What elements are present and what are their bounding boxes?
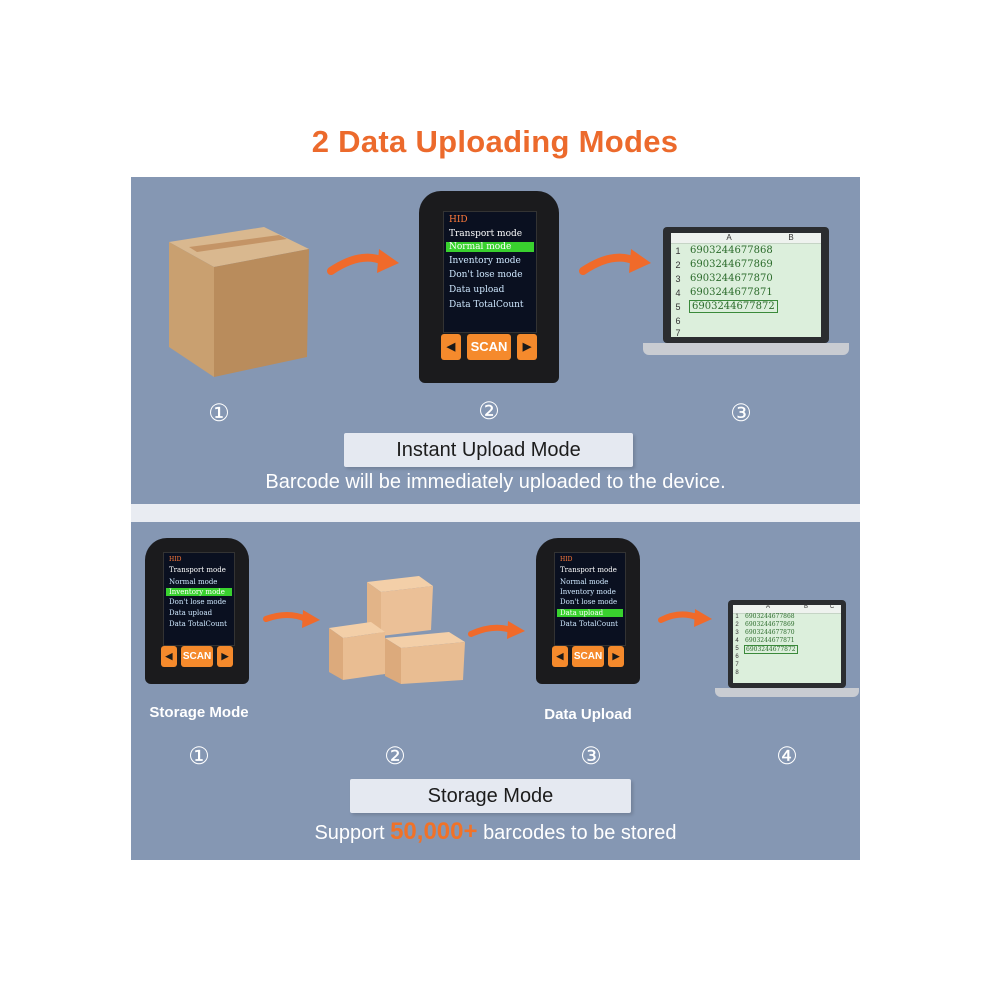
storage-mode-label: Storage Mode — [350, 779, 631, 813]
arrow-right-icon — [658, 609, 712, 627]
step-number: ④ — [776, 743, 798, 770]
scanner-status: HID — [449, 215, 468, 225]
panel-divider — [131, 504, 860, 522]
row-number: 7 — [735, 662, 739, 668]
step-number: ③ — [730, 400, 752, 427]
menu-title: Transport mode — [449, 229, 523, 239]
menu-item-inventory[interactable]: Inventory mode — [560, 588, 616, 596]
caption-highlight: 50,000+ — [390, 818, 478, 845]
cardboard-box-icon — [169, 227, 309, 377]
right-arrow-button[interactable]: ▶ — [217, 646, 233, 667]
step-number: ② — [478, 398, 500, 425]
menu-item-totalcount[interactable]: Data TotalCount — [560, 620, 618, 628]
left-arrow-button[interactable]: ◀ — [161, 646, 177, 667]
scan-button[interactable]: SCAN — [572, 646, 604, 667]
row-number: 4 — [675, 288, 681, 298]
right-arrow-button[interactable]: ▶ — [517, 334, 537, 360]
row-number: 2 — [675, 260, 681, 270]
caption-prefix: Support — [314, 822, 385, 844]
data-upload-device-label: Data Upload — [544, 706, 632, 723]
left-arrow-button[interactable]: ◀ — [441, 334, 461, 360]
menu-item-normal[interactable]: Normal mode — [560, 578, 609, 586]
menu-item-totalcount[interactable]: Data TotalCount — [449, 300, 524, 310]
cell-value[interactable]: 6903244677869 — [690, 259, 773, 270]
row-number: 5 — [675, 302, 681, 312]
menu-item-dont-lose[interactable]: Don't lose mode — [169, 598, 227, 606]
menu-title: Transport mode — [169, 566, 226, 574]
scan-button[interactable]: SCAN — [181, 646, 213, 667]
step-number: ① — [188, 743, 210, 770]
arrow-right-icon — [327, 249, 399, 275]
barcode-scanner: HID Transport mode Normal mode Inventory… — [536, 538, 640, 684]
step-number: ② — [384, 743, 406, 770]
menu-item-inventory[interactable]: Inventory mode — [449, 256, 521, 266]
column-header-b: B — [788, 233, 794, 242]
cell-value-selected[interactable]: 6903244677872 — [744, 645, 798, 654]
row-number: 7 — [675, 328, 681, 338]
cell-value[interactable]: 6903244677870 — [745, 629, 795, 636]
menu-item-inventory[interactable]: Inventory mode — [166, 588, 232, 596]
barcode-scanner: HID Transport mode Normal mode Inventory… — [145, 538, 249, 684]
arrow-right-icon — [579, 249, 651, 275]
cell-value[interactable]: 6903244677871 — [690, 287, 773, 298]
row-number: 4 — [735, 638, 739, 644]
cell-value[interactable]: 6903244677868 — [745, 613, 795, 620]
row-number: 6 — [735, 654, 739, 660]
row-number: 2 — [735, 622, 739, 628]
page-title: 2 Data Uploading Modes — [311, 124, 679, 159]
row-number: 1 — [675, 246, 681, 256]
step-number: ③ — [580, 743, 602, 770]
barcode-scanner: HID Transport mode Normal mode Inventory… — [419, 191, 559, 383]
scanner-status: HID — [560, 556, 573, 563]
row-number: 1 — [735, 614, 739, 620]
menu-item-upload[interactable]: Data upload — [557, 609, 623, 617]
menu-item-upload[interactable]: Data upload — [449, 285, 505, 295]
stacked-boxes-icon — [329, 576, 465, 684]
row-number: 8 — [735, 670, 739, 676]
right-arrow-button[interactable]: ▶ — [608, 646, 624, 667]
step-number: ① — [208, 400, 230, 427]
row-number: 6 — [675, 316, 681, 326]
arrow-right-icon — [468, 621, 525, 639]
column-header-a: A — [765, 604, 770, 610]
instant-upload-panel: HID Transport mode Normal mode Inventory… — [131, 177, 860, 504]
menu-title: Transport mode — [560, 566, 617, 574]
storage-mode-caption: Support 50,000+ barcodes to be stored — [131, 818, 860, 846]
row-number: 5 — [735, 646, 739, 652]
column-header-c: C — [829, 604, 835, 610]
scanner-status: HID — [169, 556, 182, 563]
row-number: 3 — [675, 274, 681, 284]
instant-upload-mode-label: Instant Upload Mode — [344, 433, 633, 467]
scan-button[interactable]: SCAN — [467, 334, 511, 360]
arrow-right-icon — [263, 610, 320, 628]
menu-item-normal[interactable]: Normal mode — [169, 578, 218, 586]
column-header-a: A — [726, 233, 732, 242]
menu-item-upload[interactable]: Data upload — [169, 609, 213, 617]
menu-item-normal[interactable]: Normal mode — [446, 242, 534, 252]
menu-item-totalcount[interactable]: Data TotalCount — [169, 620, 227, 628]
caption-suffix: barcodes to be stored — [483, 822, 677, 844]
cell-value[interactable]: 6903244677868 — [690, 245, 773, 256]
cell-value[interactable]: 6903244677871 — [745, 637, 795, 644]
menu-item-dont-lose[interactable]: Don't lose mode — [449, 270, 523, 280]
row-number: 3 — [735, 630, 739, 636]
storage-mode-device-label: Storage Mode — [149, 704, 249, 721]
instant-upload-caption: Barcode will be immediately uploaded to … — [265, 471, 726, 493]
cell-value[interactable]: 6903244677869 — [745, 621, 795, 628]
spreadsheet: A B C 1 2 3 4 5 6 7 8 6903244677868 6903… — [733, 604, 841, 683]
cell-value-selected[interactable]: 6903244677872 — [689, 300, 778, 313]
column-header-b: B — [803, 604, 808, 610]
cell-value[interactable]: 6903244677870 — [690, 273, 773, 284]
spreadsheet: A B 1 2 3 4 5 6 7 6903244677868 69032446… — [671, 233, 821, 338]
menu-item-dont-lose[interactable]: Don't lose mode — [560, 598, 618, 606]
left-arrow-button[interactable]: ◀ — [552, 646, 568, 667]
storage-mode-panel: HID Transport mode Normal mode Inventory… — [131, 522, 860, 860]
